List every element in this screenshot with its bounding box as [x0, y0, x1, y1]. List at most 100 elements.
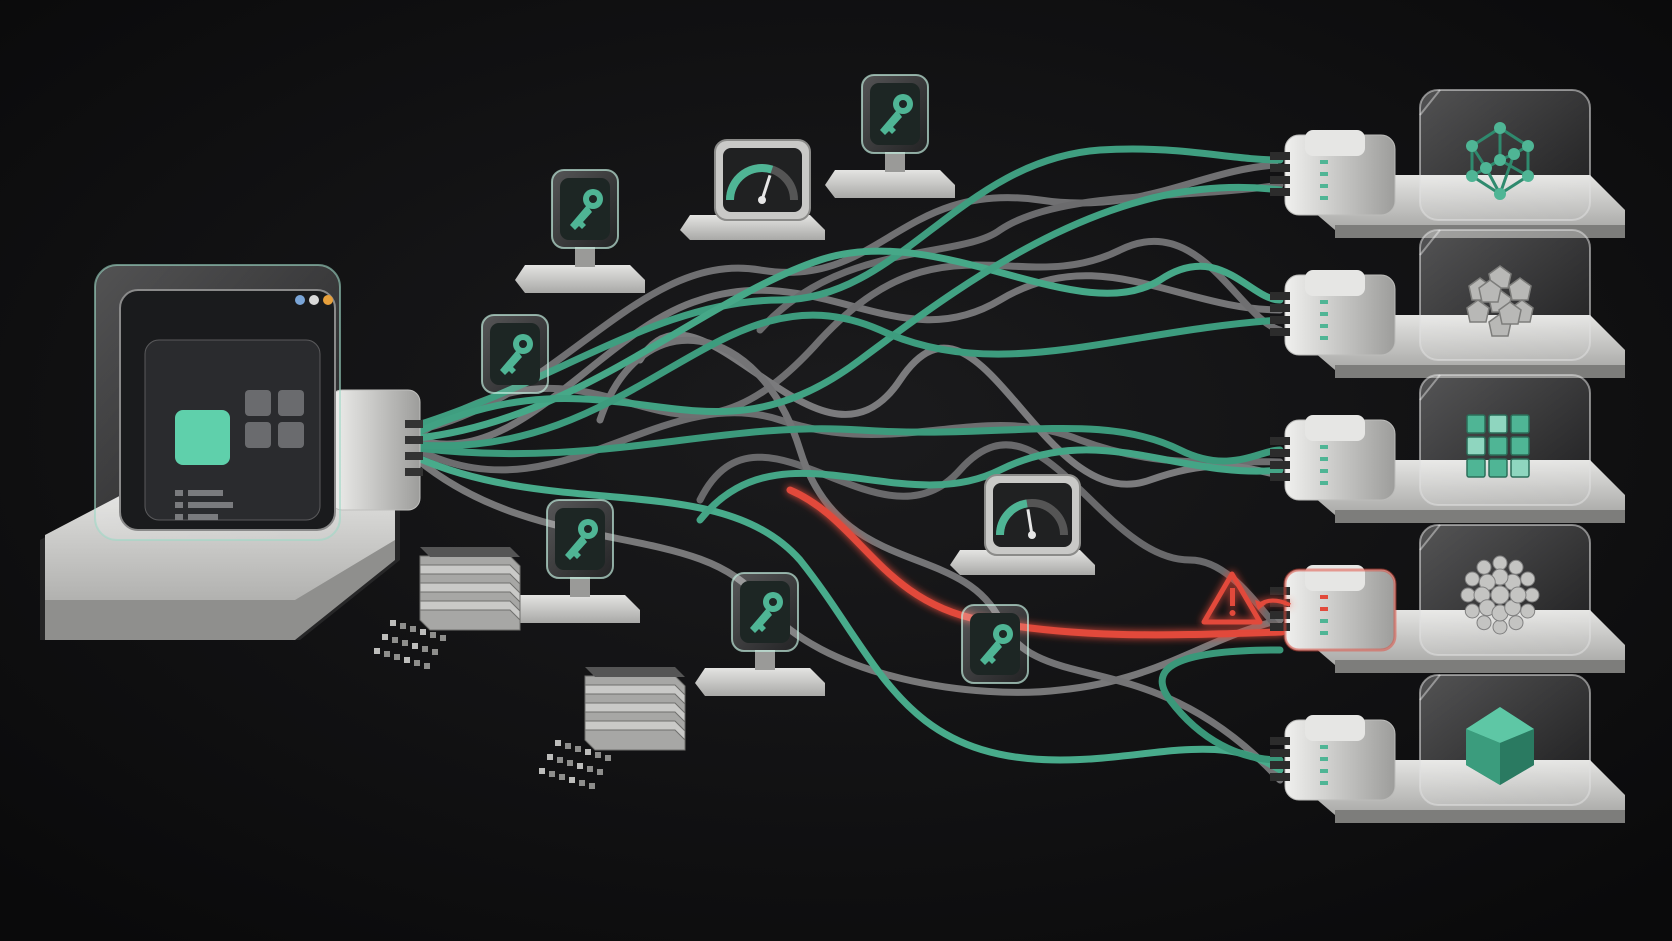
- connector-cap: [1305, 270, 1365, 296]
- backend-port: [1270, 749, 1290, 757]
- data-bit: [579, 780, 585, 786]
- data-bit: [605, 755, 611, 761]
- glass-case: [1419, 89, 1591, 221]
- client-ports: [405, 420, 423, 476]
- status-led: [1320, 631, 1328, 635]
- data-bit: [392, 637, 398, 643]
- disk-stack-icon: [374, 547, 521, 669]
- data-bit: [557, 757, 563, 763]
- network-graph-icon: [1466, 122, 1534, 200]
- icosahedron-icon: [1466, 707, 1534, 785]
- data-bit: [374, 648, 380, 654]
- status-led: [1320, 172, 1328, 176]
- data-bit: [597, 769, 603, 775]
- sphere-cluster-icon: [1460, 555, 1540, 635]
- card-stand: [510, 595, 640, 623]
- disk-top: [585, 667, 685, 677]
- data-bit: [549, 771, 555, 777]
- card-post: [575, 247, 595, 267]
- status-led: [1320, 745, 1328, 749]
- key-icon: [880, 94, 913, 135]
- credential-card: [481, 314, 549, 394]
- backend-node: [1270, 524, 1625, 673]
- backend-port: [1270, 152, 1290, 160]
- data-bit: [422, 646, 428, 652]
- app-window-icon: [175, 410, 230, 465]
- data-bit: [430, 632, 436, 638]
- status-led: [1320, 160, 1328, 164]
- data-bit: [575, 746, 581, 752]
- data-bit: [394, 654, 400, 660]
- cable-teal: [414, 311, 1284, 450]
- credential-card: [515, 169, 645, 293]
- data-bit: [567, 760, 573, 766]
- backend-port: [1270, 473, 1290, 481]
- tile-grid-icon: [245, 390, 304, 448]
- client-app-node: [40, 264, 423, 640]
- data-bit: [595, 752, 601, 758]
- backend-port: [1270, 737, 1290, 745]
- data-bit: [414, 660, 420, 666]
- backend-node: [1270, 229, 1625, 378]
- data-bit: [432, 649, 438, 655]
- status-led: [1320, 619, 1328, 623]
- cable-teal: [1158, 646, 1284, 764]
- connector-cap: [1305, 715, 1365, 741]
- backend-port: [1270, 316, 1290, 324]
- data-bit: [587, 766, 593, 772]
- status-led: [1320, 481, 1328, 485]
- cable-teal: [414, 247, 1284, 442]
- cable-teal: [414, 145, 1284, 429]
- backend-port: [1270, 611, 1290, 619]
- list-lines-icon: [175, 490, 233, 520]
- status-led: [1320, 300, 1328, 304]
- backend-node: [1270, 374, 1625, 523]
- backend-port: [1270, 623, 1290, 631]
- data-bit: [384, 651, 390, 657]
- backend-port: [1270, 176, 1290, 184]
- data-bit: [555, 740, 561, 746]
- status-led: [1320, 781, 1328, 785]
- status-led: [1320, 769, 1328, 773]
- cable-teal: [414, 454, 1284, 774]
- data-bit: [402, 640, 408, 646]
- status-led: [1320, 607, 1328, 611]
- status-led: [1320, 312, 1328, 316]
- key-icon: [500, 334, 533, 375]
- data-bit: [424, 663, 430, 669]
- backend-port: [1270, 188, 1290, 196]
- status-led: [1320, 457, 1328, 461]
- credential-cards: [481, 74, 1029, 696]
- card-stand: [825, 170, 955, 198]
- gauge-face: [723, 148, 802, 212]
- data-stacks: [374, 547, 686, 789]
- card-stand: [695, 668, 825, 696]
- backend-port: [1270, 761, 1290, 769]
- cable-gray: [414, 238, 1284, 439]
- backend-port: [1270, 773, 1290, 781]
- backend-port: [1270, 437, 1290, 445]
- connector-cap: [1305, 415, 1365, 441]
- backend-port: [1270, 449, 1290, 457]
- data-bit: [585, 749, 591, 755]
- credential-card: [510, 499, 640, 623]
- app-window-inner: [144, 339, 321, 521]
- warning-triangle-icon: [1201, 571, 1263, 625]
- data-bit: [420, 629, 426, 635]
- card-stand: [515, 265, 645, 293]
- status-led: [1320, 336, 1328, 340]
- status-led: [1320, 595, 1328, 599]
- window-controls: [295, 295, 333, 305]
- key-icon: [750, 592, 783, 633]
- data-bit: [539, 768, 545, 774]
- backend-node: [1270, 674, 1625, 823]
- cable-teal: [414, 183, 1284, 436]
- data-bit: [565, 743, 571, 749]
- gauge-stand: [950, 550, 1095, 575]
- backend-port: [1270, 304, 1290, 312]
- data-bit: [412, 643, 418, 649]
- credential-card: [695, 572, 825, 696]
- cable-teal: [696, 446, 1284, 524]
- gauge-needle: [760, 174, 772, 201]
